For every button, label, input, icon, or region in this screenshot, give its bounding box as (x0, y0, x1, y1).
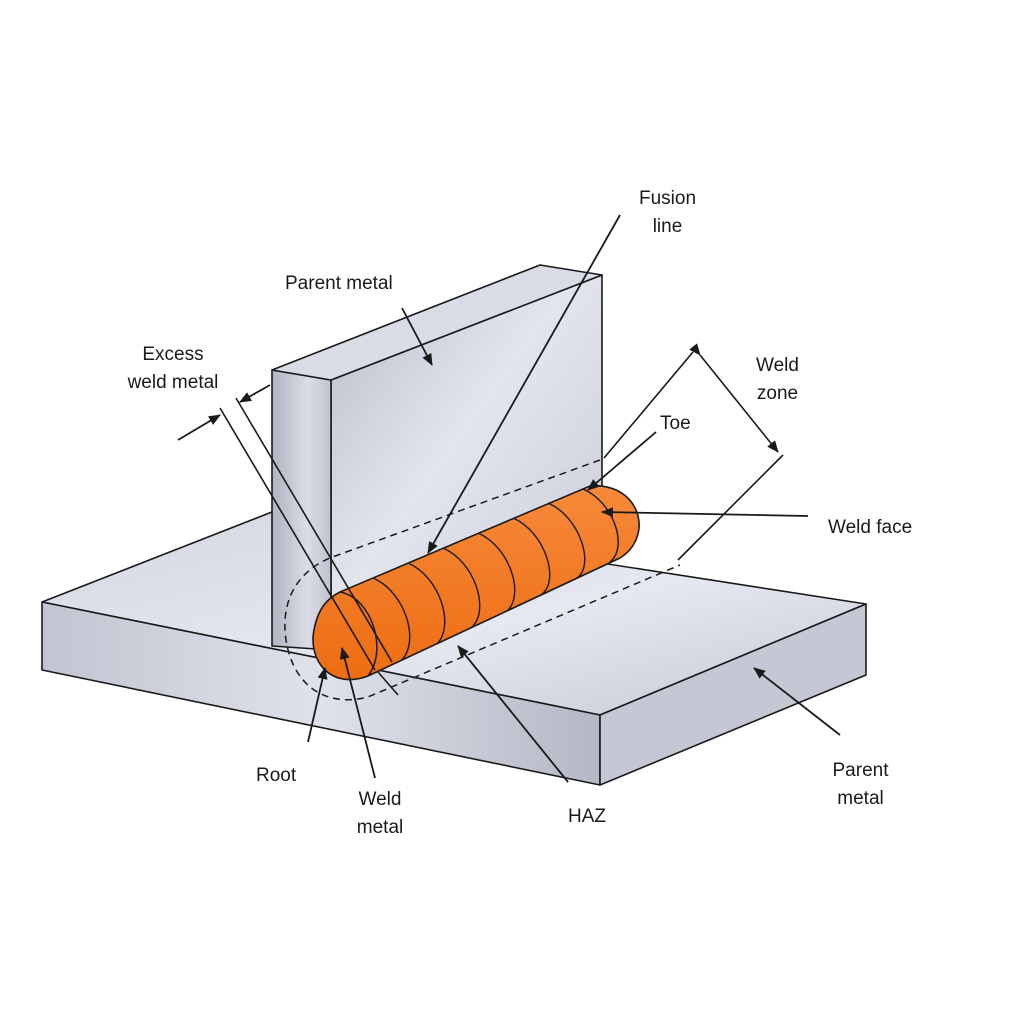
haz-leader (457, 645, 569, 783)
weld-ripples (372, 488, 619, 661)
weld-face-label-text: Weld face (828, 517, 913, 538)
parent-metal-top-label: Parent metal (285, 270, 393, 298)
root-label-text: Root (256, 765, 297, 786)
vertical-plate (271, 264, 603, 651)
weld-metal-label-line2: metal (356, 817, 404, 838)
weld-ripple (512, 517, 551, 595)
parent-metal-bottom-label-line1: Parent (832, 760, 889, 781)
parent-metal-bottom-label: Parent metal (818, 757, 903, 813)
base-plate-side-face (599, 603, 867, 786)
fusion-line-label-line2: line (652, 216, 683, 237)
excess-guide-line (235, 397, 393, 663)
haz-label: HAZ (568, 803, 606, 831)
weld-zone-dimension-line (689, 343, 779, 453)
leader-arrows (177, 214, 841, 783)
haz-label-text: HAZ (568, 806, 606, 827)
weld-metal-label-line1: Weld (358, 789, 402, 810)
vertical-plate-top-face (271, 264, 603, 381)
excess-guide-line (219, 407, 376, 671)
toe-label-text: Toe (660, 413, 691, 434)
weld-zone-extension-line (677, 454, 784, 561)
weld-zone-label-line1: Weld (756, 355, 799, 376)
excess-weld-metal-label-line1: Excess (142, 344, 204, 365)
weld-ripple (372, 577, 411, 661)
parent-metal-top-leader (401, 307, 433, 366)
parent-metal-bottom-leader (753, 667, 841, 736)
excess-weld-guides (219, 397, 399, 696)
root-label: Root (256, 762, 296, 790)
parent-metal-bottom-label-line2: metal (837, 788, 884, 809)
weld-face-leader (601, 507, 809, 518)
weld-bead-body (312, 485, 640, 681)
fusion-line-label-line1: Fusion (638, 188, 697, 209)
excess-weld-metal-label: Excess weld metal (108, 341, 238, 397)
root-leader (307, 667, 328, 743)
haz-boundary (284, 459, 681, 701)
weld-ripple (477, 532, 516, 612)
weld-ripple (407, 562, 446, 645)
excess-weld-left-leader (177, 414, 221, 441)
weld-ripple (442, 547, 481, 628)
weld-ripple (547, 502, 586, 579)
weld-metal-leader (339, 647, 376, 779)
excess-guide-line (377, 671, 399, 696)
fusion-line-leader (427, 214, 621, 554)
toe-leader (587, 431, 657, 491)
weld-zone-label: Weld zone (740, 352, 815, 408)
weld-zone-label-line2: zone (756, 383, 799, 404)
weld-zone-dimension (603, 343, 784, 561)
weld-zone-extension-line (603, 351, 694, 459)
weld-ripple (582, 488, 619, 563)
weld-metal-label: Weld metal (340, 786, 420, 842)
weld-face-label: Weld face (828, 514, 912, 542)
excess-weld-metal-label-line2: weld metal (127, 372, 219, 393)
fusion-line-label: Fusion line (620, 185, 715, 241)
parent-metal-top-label-text: Parent metal (285, 273, 393, 294)
excess-weld-right-leader (239, 384, 271, 403)
toe-label: Toe (660, 410, 691, 438)
